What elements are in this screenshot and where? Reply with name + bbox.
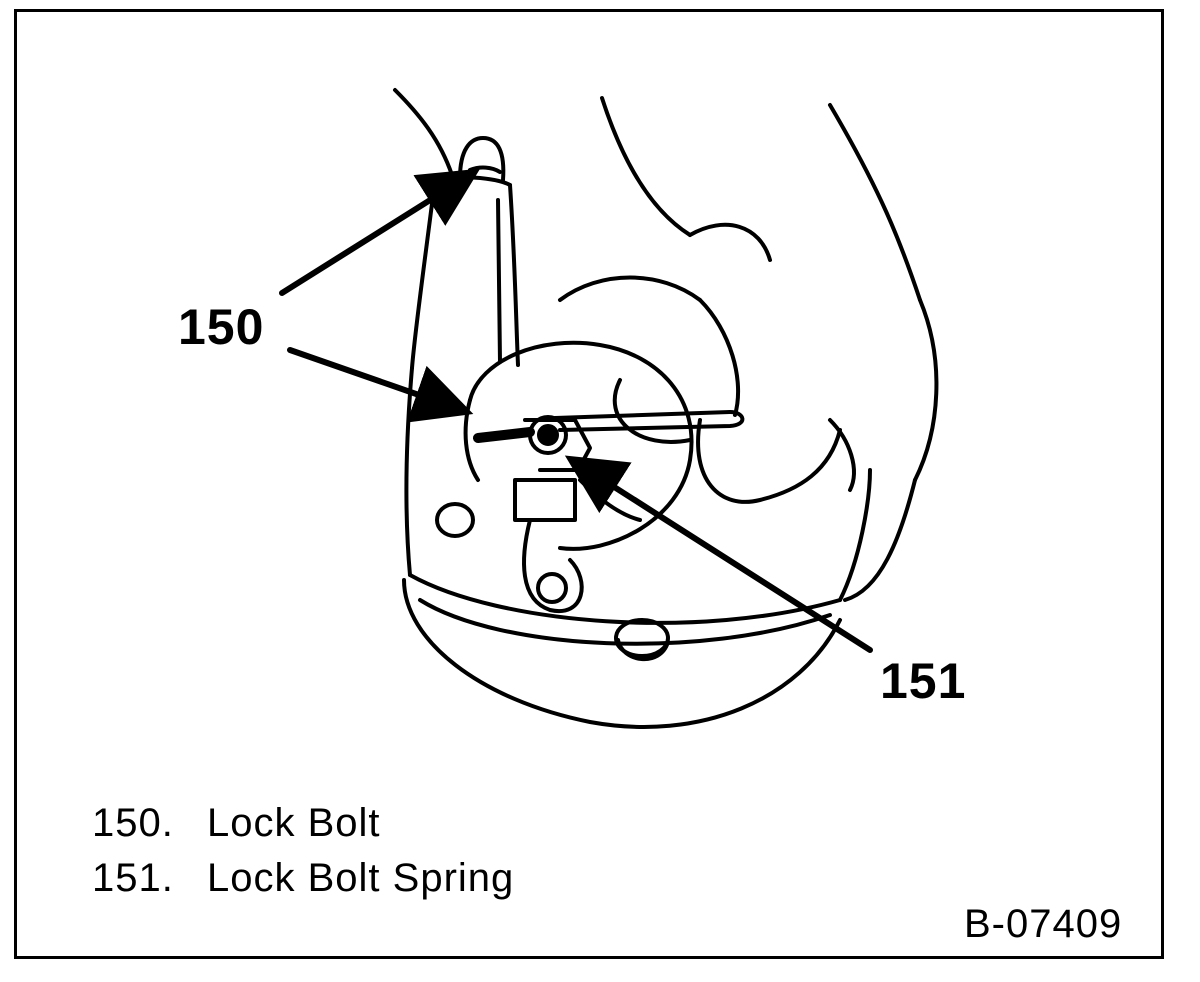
housing [402,366,872,729]
arrow-150-lower [287,347,474,423]
arrow-150-upper [279,168,481,296]
legend-number: 151. [92,856,174,900]
arrow-151 [564,455,873,653]
figure-id: B-07409 [964,902,1123,946]
callout-lock-bolt: 150 [178,299,265,355]
legend-item: 151. Lock Bolt Spring [92,851,514,906]
leader-lines [279,168,873,653]
callout-lock-bolt-spring: 151 [880,653,967,709]
legend-label: Lock Bolt [207,801,381,845]
hand [393,88,939,602]
legend-number: 150. [92,801,174,845]
legend: 150. Lock Bolt 151. Lock Bolt Spring [92,796,514,906]
lock-bolt-post [410,136,520,370]
legend-label: Lock Bolt Spring [207,856,515,900]
legend-item: 150. Lock Bolt [92,796,514,851]
